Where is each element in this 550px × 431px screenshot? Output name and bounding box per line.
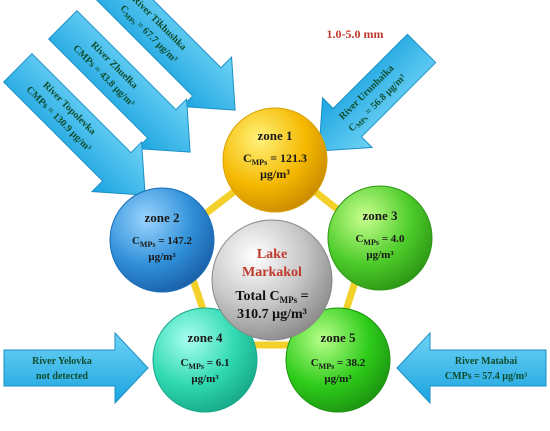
zone-2-value: CMPs = 147.2 — [132, 235, 193, 249]
zone-5-label: zone 5 — [320, 330, 356, 345]
river-yelovka-value: not detected — [36, 371, 88, 382]
zone-4-label: zone 4 — [187, 330, 223, 345]
zone-5-value: CMPs = 38.2 — [311, 357, 366, 371]
zone-5-circle: zone 5 CMPs = 38.2 μg/m³ — [285, 307, 391, 413]
lake-name-line1: Lake — [257, 247, 287, 262]
size-range-label: 1.0-5.0 mm — [327, 27, 384, 41]
lake-total-label: Total CMPs = — [235, 289, 308, 305]
zone-2-unit: μg/m³ — [148, 251, 176, 263]
river-yelovka-name: River Yelovka — [32, 356, 92, 367]
zone-1-circle: zone 1 CMPs = 121.3 μg/m³ — [222, 107, 328, 213]
zone-2-label: zone 2 — [144, 210, 179, 225]
zone-1-label: zone 1 — [257, 128, 292, 143]
zone-5-unit: μg/m³ — [324, 373, 352, 385]
zone-4-value: CMPs = 6.1 — [180, 357, 229, 371]
zone-1-unit: μg/m³ — [260, 167, 290, 181]
zone-1-value: CMPs = 121.3 — [243, 151, 307, 167]
lake-total-value: 310.7 μg/m³ — [237, 307, 307, 322]
river-yelovka-arrow: River Yelovka not detected — [3, 331, 149, 405]
zone-4-unit: μg/m³ — [191, 373, 219, 385]
zone-3-value: CMPs = 4.0 — [355, 233, 405, 247]
lake-markakol-circle: Lake Markakol Total CMPs = 310.7 μg/m³ — [211, 219, 333, 341]
zone-3-label: zone 3 — [362, 208, 398, 223]
zone-3-unit: μg/m³ — [366, 249, 394, 261]
zone-3-circle: zone 3 CMPs = 4.0 μg/m³ — [327, 185, 433, 291]
river-matabai-value: CMPs = 57.4 μg/m³ — [445, 371, 527, 382]
lake-name-line2: Markakol — [242, 265, 302, 280]
river-matabai-name: River Matabai — [455, 356, 518, 367]
zone-4-circle: zone 4 CMPs = 6.1 μg/m³ — [152, 307, 258, 413]
river-matabai-arrow: River Matabai CMPs = 57.4 μg/m³ — [396, 331, 547, 405]
zone-2-circle: zone 2 CMPs = 147.2 μg/m³ — [109, 187, 215, 293]
